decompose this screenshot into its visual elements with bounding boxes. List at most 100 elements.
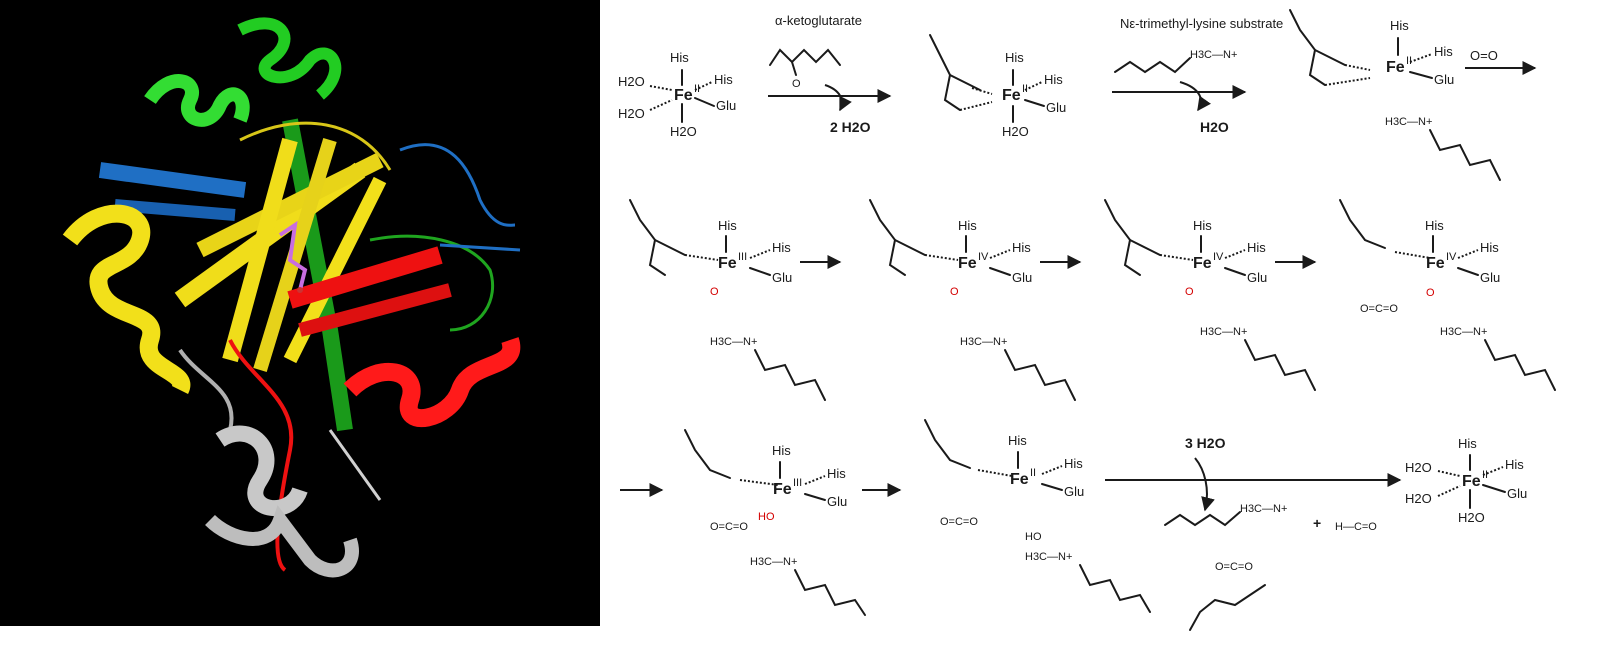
hydroxymethyl-group: HO — [1025, 531, 1042, 543]
step-akg-binding: α-ketoglutarate O 2 H2O — [768, 13, 892, 135]
glu-label: Glu — [827, 494, 847, 509]
oxygen-label: O=O — [1470, 48, 1498, 63]
plus-sign: + — [1313, 515, 1321, 531]
oxidation-state-ii: II — [1406, 55, 1412, 67]
complex-fe2-akg-substrate: His Fe II His Glu H3C—N+ — [1289, 9, 1501, 181]
reaction-scheme-svg: His His Glu H2O H2O H2O Fe II α-ketoglut… — [618, 9, 1556, 631]
h2o-label: H2O — [618, 74, 645, 89]
oxo-o: O — [1426, 287, 1435, 299]
his-label: His — [1480, 240, 1499, 255]
water-released-1: 2 H2O — [830, 119, 871, 135]
formaldehyde: H—C=O — [1335, 521, 1377, 533]
oxo-o: O — [1185, 286, 1194, 298]
his-label: His — [1505, 457, 1524, 472]
h2o-label: H2O — [1405, 491, 1432, 506]
complex-fe2-regenerated: His His Glu H2O H2O H2O Fe II — [1405, 436, 1527, 525]
his-label: His — [1247, 240, 1266, 255]
his-label: His — [670, 50, 689, 65]
his-label: His — [1434, 44, 1453, 59]
h2o-label: H2O — [670, 124, 697, 139]
glu-label: Glu — [1480, 270, 1500, 285]
his-label: His — [1458, 436, 1477, 451]
his-label: His — [1044, 72, 1063, 87]
oxidation-state-iv: IV — [1446, 251, 1457, 263]
fe-label: Fe — [1193, 255, 1212, 272]
glu-label: Glu — [716, 98, 736, 113]
complex-fe3-hydroxo: His Fe III His Glu HO O=C=O H3C—N+ — [684, 429, 866, 616]
his-label: His — [827, 466, 846, 481]
his-label: His — [1064, 456, 1083, 471]
h2o-label: H2O — [1458, 510, 1485, 525]
nme3-group: H3C—N+ — [1385, 116, 1432, 128]
his-label: His — [718, 218, 737, 233]
grey-domain — [178, 348, 382, 578]
fe-label: Fe — [1010, 471, 1029, 488]
green-domain — [144, 17, 495, 432]
complex-fe4-oxo-hat: His Fe IV His Glu O O=C=O H3C—N+ — [1339, 199, 1556, 391]
fe-label: Fe — [958, 255, 977, 272]
h2o-label: H2O — [1405, 460, 1432, 475]
complex-fe4-peroxo: His Fe IV His Glu O H3C—N+ — [869, 199, 1076, 401]
oxidation-state-iii: III — [738, 251, 747, 263]
peroxo-o: O — [950, 286, 959, 298]
hydroxo-label: HO — [758, 511, 775, 523]
substrate-label: Nε-trimethyl-lysine substrate — [1120, 16, 1283, 31]
glu-label: Glu — [1434, 72, 1454, 87]
akg-o-label: O — [792, 78, 801, 90]
h2o-label: H2O — [1002, 124, 1029, 139]
protein-cartoon — [62, 17, 521, 578]
dimethyllysine-n: H3C—N+ — [1240, 503, 1287, 515]
glu-label: Glu — [1064, 484, 1084, 499]
co2-product: O=C=O — [1215, 561, 1253, 573]
complex-fe3-superoxo: His Fe III His Glu O H3C—N+ — [629, 199, 826, 401]
fe-label: Fe — [1002, 87, 1021, 104]
red-domain — [228, 246, 521, 572]
nme3-group: H3C—N+ — [1025, 551, 1072, 563]
complex-fe2-aqua: His His Glu H2O H2O H2O Fe II — [618, 50, 736, 139]
glu-label: Glu — [1247, 270, 1267, 285]
yellow-domain — [62, 121, 392, 395]
superoxo-o: O — [710, 286, 719, 298]
glu-label: Glu — [772, 270, 792, 285]
step-oxygen-binding: O=O — [1465, 48, 1537, 75]
nme3-group: H3C—N+ — [960, 336, 1007, 348]
fe-label: Fe — [674, 87, 693, 104]
co2-product: O=C=O — [940, 516, 978, 528]
nme3-group: H3C—N+ — [750, 556, 797, 568]
nme3-group: H3C—N+ — [1190, 49, 1237, 61]
his-label: His — [1012, 240, 1031, 255]
his-label: His — [772, 443, 791, 458]
nme3-group: H3C—N+ — [1200, 326, 1247, 338]
his-label: His — [714, 72, 733, 87]
fe-label: Fe — [773, 481, 792, 498]
fe-label: Fe — [1386, 59, 1405, 76]
akg-label: α-ketoglutarate — [775, 13, 862, 28]
oxidation-state-ii: II — [694, 83, 700, 95]
co2-product: O=C=O — [1360, 303, 1398, 315]
glu-label: Glu — [1012, 270, 1032, 285]
step-release: 3 H2O H3C—N+ + H—C=O O=C=O — [1105, 435, 1402, 631]
oxidation-state-iii: III — [793, 477, 802, 489]
step-substrate-binding: Nε-trimethyl-lysine substrate H3C—N+ H2O — [1112, 16, 1283, 135]
ligand-sticks — [278, 220, 308, 293]
his-label: His — [1005, 50, 1024, 65]
co2-product: O=C=O — [710, 521, 748, 533]
his-label: His — [772, 240, 791, 255]
his-label: His — [1193, 218, 1212, 233]
fe-label: Fe — [718, 255, 737, 272]
water-added: 3 H2O — [1185, 435, 1226, 451]
h2o-label: H2O — [618, 106, 645, 121]
oxidation-state-iv: IV — [978, 251, 989, 263]
his-label: His — [1390, 18, 1409, 33]
oxidation-state-ii: II — [1482, 469, 1488, 481]
fe-label: Fe — [1462, 473, 1481, 490]
his-label: His — [1008, 433, 1027, 448]
blue-domain — [98, 143, 521, 252]
his-label: His — [958, 218, 977, 233]
complex-fe2-akg: His Fe II His Glu H2O — [929, 34, 1066, 139]
mechanism-scheme: His His Glu H2O H2O H2O Fe II α-ketoglut… — [600, 0, 1600, 655]
nme3-group: H3C—N+ — [1440, 326, 1487, 338]
complex-fe2-succinate: His Fe II His Glu O=C=O HO H3C—N+ — [924, 419, 1151, 613]
glu-label: Glu — [1046, 100, 1066, 115]
protein-structure-panel — [0, 0, 600, 626]
